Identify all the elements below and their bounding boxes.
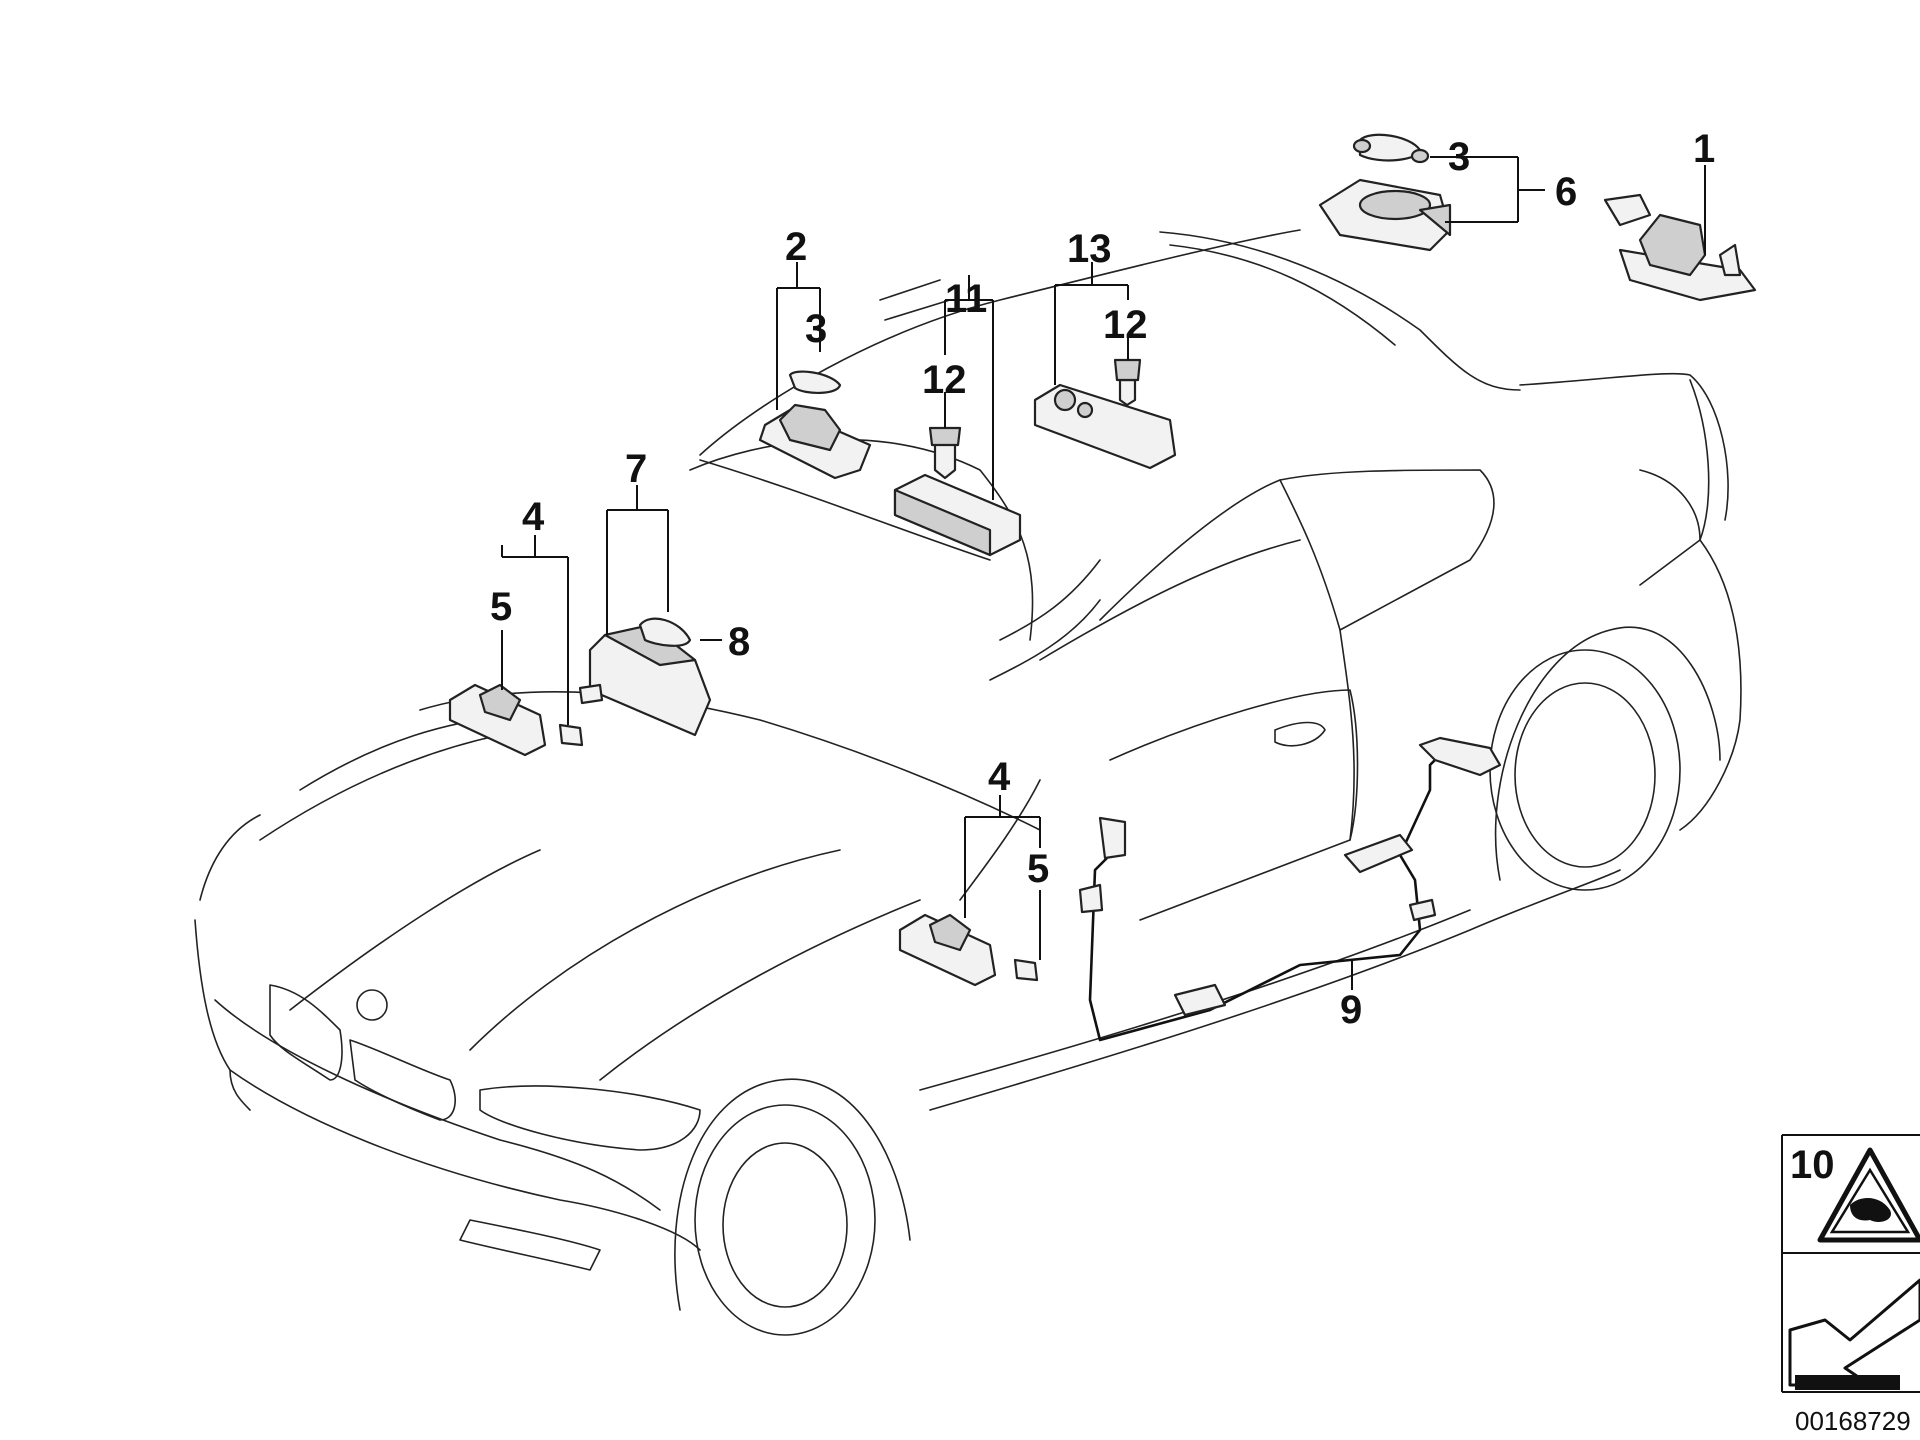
reference-code: 00168729 <box>1795 1406 1911 1436</box>
callout-2: 2 <box>785 225 807 269</box>
direction-arrow-icon <box>1788 1278 1920 1390</box>
callout-4-left: 4 <box>522 495 545 539</box>
callout-12-left: 12 <box>922 358 967 402</box>
part-7-glovebox-lamp <box>578 617 712 737</box>
callout-11: 11 <box>945 277 987 321</box>
callout-4-right: 4 <box>988 755 1011 799</box>
inset-box: 10 00168729 <box>1781 1134 1920 1436</box>
part-13-interior-lamp <box>1033 358 1177 470</box>
callout-3-mid: 3 <box>805 307 827 351</box>
part-4-footwell-lamp-left <box>448 683 584 757</box>
leader-lines <box>501 156 1706 990</box>
bulb-3-top <box>1352 133 1430 164</box>
callout-labels: 1 3 6 2 3 11 12 13 12 7 8 4 5 4 5 9 <box>490 127 1715 1032</box>
callout-10: 10 <box>1790 1143 1835 1187</box>
part-2-lamp-with-bulb <box>758 370 872 480</box>
callout-13: 13 <box>1067 227 1112 271</box>
warning-triangle-icon <box>1817 1147 1920 1243</box>
callout-1: 1 <box>1693 127 1715 171</box>
car-outline <box>194 229 1742 1336</box>
callout-7: 7 <box>625 447 647 491</box>
part-1-boot-lamp <box>1603 193 1757 302</box>
callout-8: 8 <box>728 620 750 664</box>
callout-5-left: 5 <box>490 585 512 629</box>
part-4-footwell-lamp-right <box>898 913 1039 987</box>
part-9-wiring-harness <box>1078 736 1502 1042</box>
callout-5-right: 5 <box>1027 847 1049 891</box>
callout-9: 9 <box>1340 988 1362 1032</box>
callout-3-top: 3 <box>1448 135 1470 179</box>
callout-6: 6 <box>1555 170 1577 214</box>
part-11-reading-lamp <box>893 426 1022 557</box>
callout-12-right: 12 <box>1103 303 1148 347</box>
part-6-lamp-housing <box>1318 178 1452 252</box>
